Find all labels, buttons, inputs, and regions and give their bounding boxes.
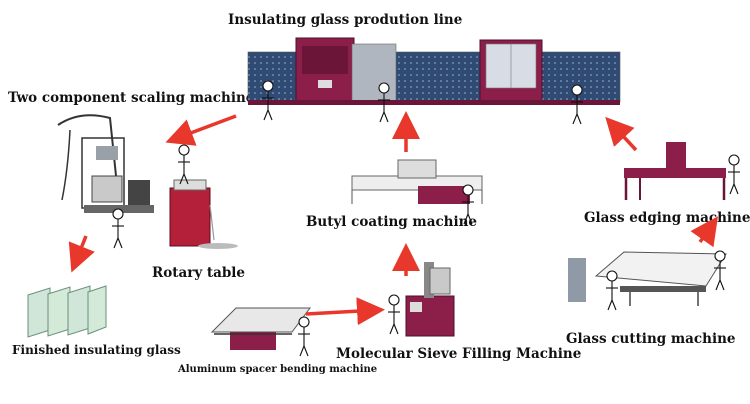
label-two-component-sealing: Two component scaling machine	[8, 90, 255, 106]
glass-edging-machine	[624, 142, 726, 200]
flow-arrows	[68, 111, 719, 326]
label-finished-glass: Finished insulating glass	[12, 343, 181, 357]
operator-figures	[112, 80, 740, 357]
rotary-table	[169, 179, 238, 249]
label-butyl-coating: Butyl coating machine	[306, 214, 478, 230]
diagram-title: Insulating glass prodution line	[228, 12, 463, 28]
production-line	[247, 37, 621, 105]
butyl-coating-machine	[351, 159, 483, 204]
finished-glass	[27, 285, 107, 338]
glass-cutting-machine	[568, 251, 727, 306]
label-aluminum-spacer: Aluminum spacer bending machine	[178, 364, 378, 375]
sealing-machine	[57, 114, 154, 213]
molecular-sieve-machine	[405, 262, 455, 337]
label-glass-cutting: Glass cutting machine	[566, 331, 736, 347]
label-molecular-sieve: Molecular Sieve Filling Machine	[336, 346, 582, 362]
spacer-bending-machine	[210, 307, 311, 350]
label-rotary-table: Rotary table	[152, 265, 246, 281]
